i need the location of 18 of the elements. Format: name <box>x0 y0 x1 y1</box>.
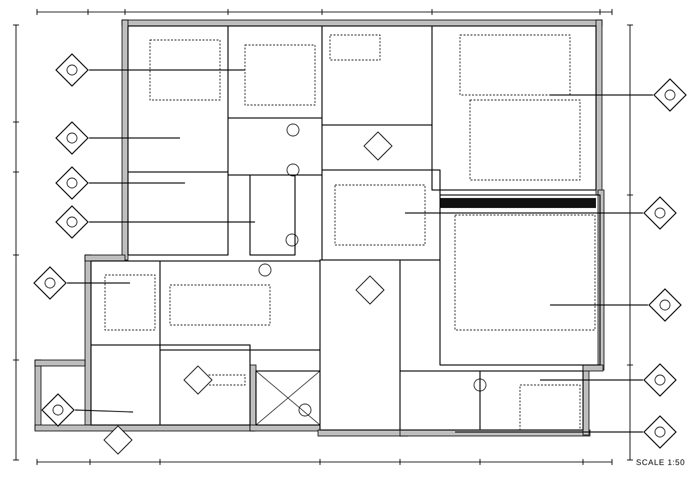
leader-line <box>550 304 648 306</box>
index-symbol <box>55 166 89 200</box>
index-symbol <box>55 53 89 87</box>
index-symbol <box>33 266 67 300</box>
index-symbol <box>643 363 677 397</box>
leader-line <box>550 94 654 96</box>
index-symbol <box>643 415 677 449</box>
index-symbol <box>55 121 89 155</box>
leader-line <box>66 282 130 284</box>
index-symbol <box>55 205 89 239</box>
index-symbol <box>648 288 682 322</box>
index-symbol <box>643 196 677 230</box>
index-symbol <box>653 78 687 112</box>
index-symbol <box>41 393 75 427</box>
leader-line <box>88 182 186 184</box>
scale-note: SCALE 1:50 <box>636 458 686 467</box>
leader-line <box>74 410 134 412</box>
leader-line <box>404 212 644 214</box>
